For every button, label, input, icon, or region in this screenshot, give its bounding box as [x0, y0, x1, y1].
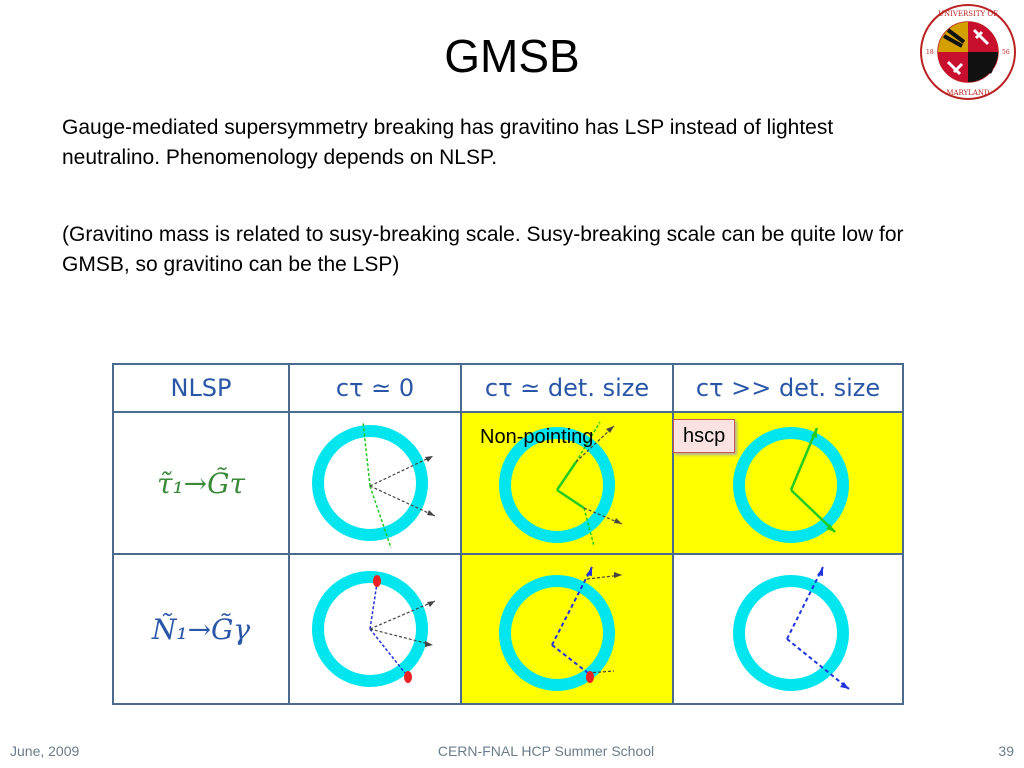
table-row: Ñ₁→G̃γ — [112, 553, 904, 705]
svg-text:18: 18 — [926, 49, 934, 56]
process-stau: τ̃₁→G̃τ — [112, 411, 290, 555]
stau-long-lived-diagram — [672, 411, 904, 555]
svg-text:56: 56 — [1002, 49, 1010, 56]
nlsp-table: NLSP cτ ≃ 0 cτ ≃ det. size cτ >> det. si… — [112, 363, 904, 705]
svg-text:UNIVERSITY OF: UNIVERSITY OF — [938, 10, 998, 18]
university-of-maryland-seal: UNIVERSITY OF MARYLAND 18 56 — [920, 4, 1016, 100]
process-neutralino: Ñ₁→G̃γ — [112, 553, 290, 705]
neutralino-displaced-diagram — [460, 553, 674, 705]
page-number: 39 — [998, 743, 1014, 759]
svg-text:MARYLAND: MARYLAND — [946, 89, 990, 97]
stau-displaced-diagram — [460, 411, 674, 555]
non-pointing-label: Non-pointing — [480, 426, 594, 448]
intro-paragraph: Gauge-mediated supersymmetry breaking ha… — [62, 116, 834, 169]
stau-prompt-diagram — [288, 411, 462, 555]
neutralino-long-lived-diagram — [672, 553, 904, 705]
table-row: τ̃₁→G̃τ — [112, 411, 904, 555]
header-ctau-large: cτ >> det. size — [672, 363, 904, 413]
footer-event: CERN-FNAL HCP Summer School — [437, 743, 655, 759]
header-nlsp: NLSP — [112, 363, 290, 413]
header-ctau-det-size: cτ ≃ det. size — [460, 363, 674, 413]
slide-title: GMSB — [444, 30, 580, 82]
neutralino-prompt-diagram — [288, 553, 462, 705]
footer-date: June, 2009 — [10, 743, 80, 759]
gravitino-note-paragraph: (Gravitino mass is related to susy-break… — [62, 223, 904, 276]
table-header-row: NLSP cτ ≃ 0 cτ ≃ det. size cτ >> det. si… — [112, 363, 904, 413]
header-ctau-zero: cτ ≃ 0 — [288, 363, 462, 413]
hscp-callout: hscp — [673, 419, 736, 453]
